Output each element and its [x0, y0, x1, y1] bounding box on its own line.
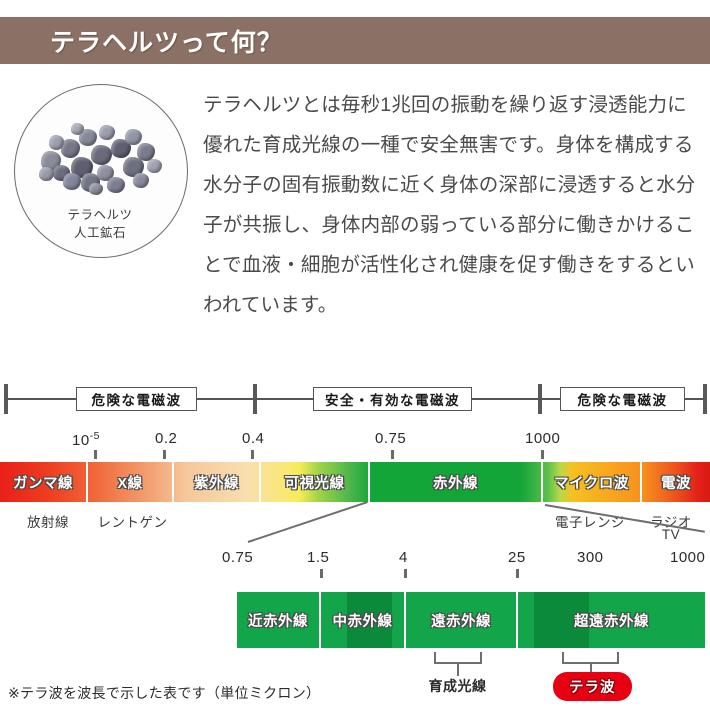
- upper-tick-label-1: 0.2: [155, 430, 178, 447]
- infrared-segment-ultra-far: 超遠赤外線: [574, 613, 649, 630]
- lower-tick-label-5: 1000: [670, 549, 706, 566]
- upper-tick-mark-4: [541, 450, 544, 459]
- lower-tick-label-4: 300: [577, 549, 604, 566]
- mineral-photo-circle: [14, 84, 188, 258]
- intro-section: テラヘルツ 人工鉱石 テラヘルツとは毎秒1兆回の振動を繰り返す浸透能力に優れた育…: [0, 72, 710, 357]
- growth-ray-bracket-stem: [457, 664, 459, 676]
- lower-tick-mark-2: [404, 569, 407, 578]
- infrared-dark-region-growth: [347, 592, 392, 648]
- tera-wave-bracket: [562, 652, 619, 664]
- intro-paragraph: テラヘルツとは毎秒1兆回の振動を繰り返す浸透能力に優れた育成光線の一種で安全無害…: [203, 94, 696, 316]
- spectrum-segment-radio: 電波: [661, 475, 691, 492]
- safety-ruler: 危険な電磁波 安全・有効な電磁波 危険な電磁波: [0, 378, 710, 420]
- lower-tick-mark-1: [320, 569, 323, 578]
- spectrum-divider-3: [368, 462, 370, 502]
- infrared-divider-1: [404, 592, 406, 648]
- spectrum-segment-uv: 紫外線: [194, 475, 239, 492]
- spectrum-divider-0: [86, 462, 88, 502]
- ruler-line-c: [255, 398, 313, 400]
- lower-tick-label-2: 4: [399, 549, 408, 566]
- spectrum-segment-infrared: 赤外線: [433, 475, 478, 492]
- upper-tick-label-3: 0.75: [375, 430, 407, 447]
- infrared-band: 近赤外線 中赤外線 遠赤外線 超遠赤外線: [237, 592, 705, 648]
- upper-tick-label-0: 10-5: [72, 430, 101, 449]
- safety-band-label-0: 危険な電磁波: [76, 387, 197, 411]
- upper-tick-label-4: 1000: [525, 430, 561, 447]
- growth-ray-label: 育成光線: [428, 678, 487, 694]
- spectrum-divider-5: [640, 462, 642, 502]
- tera-wave-badge: テラ波: [553, 672, 632, 701]
- infrared-segment-near: 近赤外線: [248, 613, 308, 630]
- growth-ray-bracket: [434, 652, 482, 664]
- spectrum-divider-1: [172, 462, 174, 502]
- mineral-stones-illustration: [37, 121, 165, 199]
- infrared-segment-mid: 中赤外線: [332, 613, 393, 630]
- lower-tick-label-1: 1.5: [307, 549, 330, 566]
- infrared-divider-2: [516, 592, 518, 648]
- ruler-line-e: [540, 398, 560, 400]
- upper-tick-mark-3: [391, 450, 394, 459]
- ruler-line-d: [472, 398, 540, 400]
- spectrum-divider-4: [541, 462, 543, 502]
- ruler-line-a: [6, 398, 76, 400]
- safety-band-label-1: 安全・有効な電磁波: [313, 387, 472, 411]
- spectrum-divider-2: [259, 462, 261, 502]
- mineral-caption-line1: テラヘルツ: [67, 208, 133, 222]
- sublabel-tv: TV: [661, 527, 681, 542]
- infrared-divider-0: [319, 592, 321, 648]
- connector-line-left: [247, 501, 368, 543]
- mineral-figure: テラヘルツ 人工鉱石: [14, 84, 190, 260]
- spectrum-segment-gamma: ガンマ線: [13, 475, 73, 492]
- upper-tick-mark-1: [163, 450, 166, 459]
- electromagnetic-spectrum-band: ガンマ線 X線 紫外線 可視光線 赤外線 マイクロ波 電波: [0, 462, 710, 502]
- infrared-segment-far: 遠赤外線: [431, 613, 491, 630]
- mineral-caption: テラヘルツ 人工鉱石: [14, 206, 186, 242]
- ruler-line-b: [197, 398, 255, 400]
- spectrum-segment-microwave: マイクロ波: [554, 475, 629, 492]
- tera-wave-bracket-stem: [590, 664, 592, 676]
- page-title: テラヘルツって何？: [50, 28, 283, 57]
- infrared-dark-region-tera: [534, 592, 589, 648]
- spectrum-segment-visible: 可視光線: [284, 475, 345, 492]
- upper-tick-mark-2: [251, 450, 254, 459]
- upper-tick-label-2: 0.4: [242, 430, 265, 447]
- lower-tick-mark-3: [516, 569, 519, 578]
- sublabel-microwave-oven: 電子レンジ: [555, 515, 625, 530]
- sublabel-xray-roentgen: レントゲン: [97, 515, 168, 530]
- ruler-end-tick-right: [703, 384, 707, 414]
- lower-tick-label-3: 25: [508, 549, 526, 566]
- spectrum-segment-xray: X線: [117, 475, 143, 492]
- footnote-text: ※テラ波を波長で示した表です（単位ミクロン）: [8, 685, 321, 701]
- lower-tick-label-0: 0.75: [222, 549, 254, 566]
- mineral-caption-line2: 人工鉱石: [73, 226, 126, 241]
- upper-tick-mark-0: [94, 450, 97, 459]
- header-banner: テラヘルツって何？: [0, 17, 710, 64]
- ruler-line-f: [685, 398, 705, 400]
- safety-band-label-2: 危険な電磁波: [560, 387, 685, 411]
- sublabel-radiation: 放射線: [27, 515, 69, 530]
